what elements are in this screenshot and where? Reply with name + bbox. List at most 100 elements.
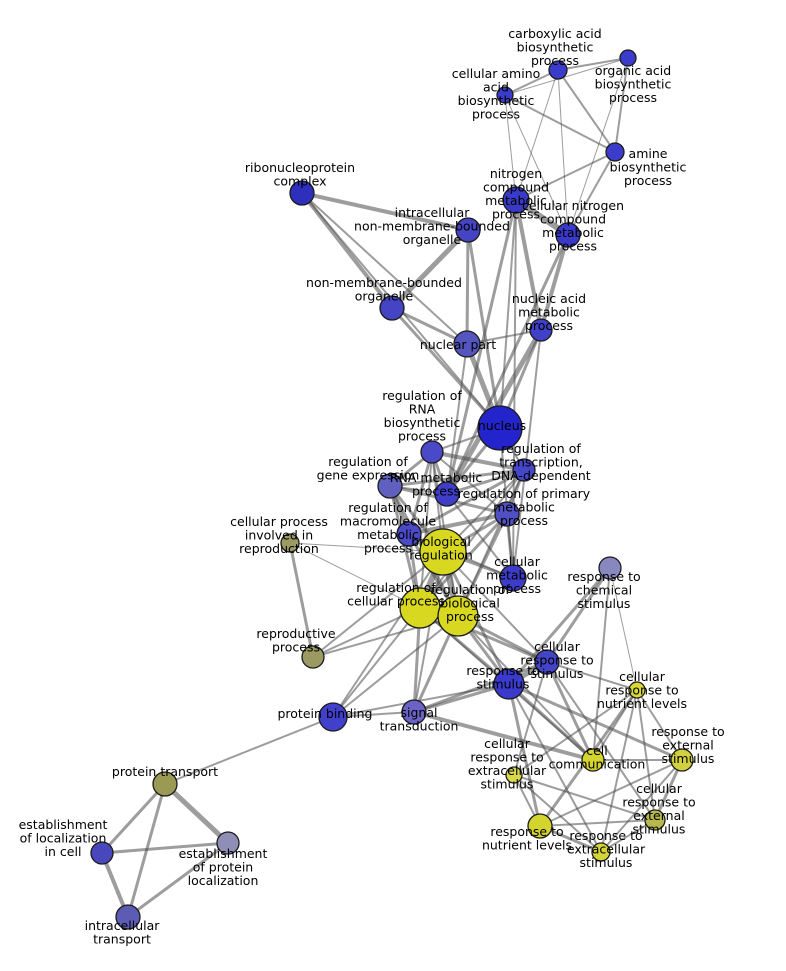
node-ribonucleoprotein-complex[interactable]: [289, 180, 315, 206]
node-nucleic-acid-metabolic[interactable]: [529, 318, 553, 342]
edge-intracellular-non-membrane-organelle--non-membrane-organelle: [389, 227, 471, 311]
edge-response-stimulus--response-nutrient-levels: [507, 682, 542, 828]
edge-carboxylic-acid-biosynthetic--nitrogen-compound-metabolic: [515, 69, 559, 201]
edge-cellular-response-stimulus--signal-transduction: [412, 660, 549, 714]
edge-protein-transport--establishment-protein-localization: [162, 781, 231, 846]
edge-reg-gene-expression--reg-cellular-process: [388, 484, 422, 610]
node-organic-acid-biosynthetic[interactable]: [619, 49, 637, 67]
edge-protein-transport--protein-binding: [164, 716, 334, 785]
edge-biological-regulation--signal-transduction: [413, 551, 444, 713]
edge-response-extracellular-stimulus--response-external-stimulus: [600, 759, 683, 853]
node-non-membrane-organelle[interactable]: [379, 295, 405, 321]
node-reg-rna-biosynthetic[interactable]: [420, 440, 444, 464]
node-response-stimulus[interactable]: [493, 668, 525, 700]
edge-cellular-response-stimulus--cellular-response-extracellular-stimulus: [513, 661, 548, 776]
node-response-external-stimulus[interactable]: [670, 748, 694, 772]
node-protein-binding[interactable]: [318, 702, 348, 732]
edge-biological-regulation--protein-binding: [332, 551, 444, 718]
edge-amine-biosynthetic--cellular-nitrogen-compound-metabolic: [567, 151, 616, 236]
node-cell-communication[interactable]: [581, 748, 605, 772]
node-response-chemical-stimulus[interactable]: [598, 556, 622, 580]
edge-nitrogen-compound-metabolic--rna-metabolic: [445, 198, 518, 496]
edge-cellular-response-nutrient-levels--cellular-response-external-stimulus: [636, 689, 656, 821]
edge-cellular-response-nutrient-levels--response-extracellular-stimulus: [600, 689, 638, 853]
node-amino-acid-biosynthetic[interactable]: [496, 86, 514, 104]
edge-nucleic-acid-metabolic--cellular-metabolic: [512, 329, 542, 579]
node-cellular-response-external-stimulus[interactable]: [644, 809, 666, 831]
edge-response-stimulus--protein-binding: [332, 683, 510, 718]
node-carboxylic-acid-biosynthetic[interactable]: [548, 60, 568, 80]
label-protein-binding: protein binding: [277, 706, 372, 721]
node-amine-biosynthetic[interactable]: [605, 142, 625, 162]
edge-cellular-process-reproduction--reproductive-process: [288, 541, 315, 659]
edge-non-membrane-organelle--nuclear-part: [390, 306, 469, 346]
label-nuclear-part: nuclear part: [420, 337, 496, 352]
node-reg-gene-expression[interactable]: [377, 473, 403, 499]
edge-protein-transport--establishment-localization-in-cell: [100, 782, 167, 855]
edge-carboxylic-acid-biosynthetic--cellular-nitrogen-compound-metabolic: [557, 69, 569, 236]
node-cellular-response-stimulus[interactable]: [534, 649, 560, 675]
edge-carboxylic-acid-biosynthetic--amine-biosynthetic: [557, 69, 616, 153]
edge-ribonucleoprotein-complex--intracellular-non-membrane-organelle: [300, 191, 470, 232]
node-cellular-response-nutrient-levels[interactable]: [628, 681, 646, 699]
node-nucleus[interactable]: [477, 405, 523, 451]
edge-amino-acid-biosynthetic--cellular-nitrogen-compound-metabolic: [504, 94, 569, 236]
edge-carboxylic-acid-biosynthetic--organic-acid-biosynthetic: [557, 57, 629, 71]
node-reg-primary-metabolic[interactable]: [494, 501, 520, 527]
edge-intracellular-non-membrane-organelle--nuclear-part: [465, 228, 470, 346]
node-nuclear-part[interactable]: [453, 330, 481, 358]
node-reg-biological-process[interactable]: [437, 595, 479, 637]
edge-cellular-nitrogen-compound-metabolic--nucleic-acid-metabolic: [539, 233, 570, 332]
node-reproductive-process[interactable]: [301, 645, 325, 669]
node-protein-transport[interactable]: [152, 771, 178, 797]
node-establishment-protein-localization[interactable]: [216, 831, 240, 855]
node-response-extracellular-stimulus[interactable]: [591, 842, 611, 862]
node-establishment-localization-in-cell[interactable]: [90, 841, 114, 865]
node-cellular-nitrogen-compound-metabolic[interactable]: [555, 222, 581, 248]
edge-amino-acid-biosynthetic--nitrogen-compound-metabolic: [504, 94, 517, 201]
node-nitrogen-compound-metabolic[interactable]: [502, 186, 530, 214]
node-reg-transcription-dna-dependent[interactable]: [512, 458, 536, 482]
node-reg-macromolecule-metabolic[interactable]: [396, 521, 422, 547]
node-cellular-process-reproduction[interactable]: [280, 533, 300, 553]
edge-cellular-response-extracellular-stimulus--cellular-response-external-stimulus: [513, 774, 656, 821]
node-cellular-metabolic[interactable]: [499, 564, 527, 592]
edge-response-extracellular-stimulus--cellular-response-extracellular-stimulus: [513, 774, 602, 853]
node-response-nutrient-levels[interactable]: [527, 813, 553, 839]
edge-cellular-response-nutrient-levels--response-external-stimulus: [636, 689, 683, 761]
node-cellular-response-extracellular-stimulus[interactable]: [505, 766, 523, 784]
edge-organic-acid-biosynthetic--cellular-nitrogen-compound-metabolic: [567, 57, 629, 236]
node-biological-regulation[interactable]: [419, 528, 467, 576]
node-intracellular-non-membrane-organelle[interactable]: [455, 217, 481, 243]
node-signal-transduction[interactable]: [401, 699, 427, 725]
node-rna-metabolic[interactable]: [434, 481, 460, 507]
edge-reg-transcription-dna-dependent--reg-gene-expression: [388, 468, 526, 488]
edge-cellular-response-nutrient-levels--cellular-response-extracellular-stimulus: [513, 689, 638, 776]
node-intracellular-transport[interactable]: [115, 904, 141, 930]
